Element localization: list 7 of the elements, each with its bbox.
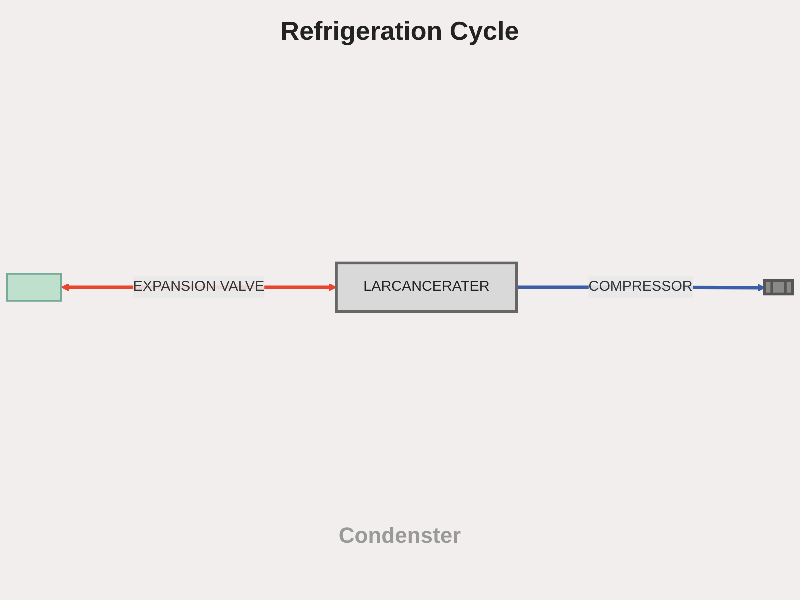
edge-label: COMPRESSOR (588, 280, 693, 296)
edge-label: EXPANSION VALVE (133, 280, 265, 296)
node-box: LARCANCERATER (335, 262, 518, 314)
node-box (6, 274, 62, 302)
node-coil (764, 280, 794, 296)
component-label: Condenster (338, 523, 462, 548)
diagram-title: Refrigeration Cycle (280, 16, 520, 47)
